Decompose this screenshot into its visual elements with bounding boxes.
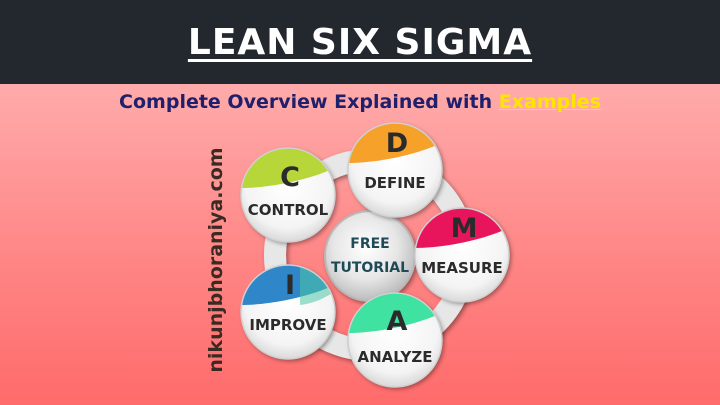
title-text: LEAN SIX SIGMA bbox=[187, 22, 533, 63]
phase-improve-label: IMPROVE bbox=[249, 316, 326, 334]
phase-control-outline bbox=[240, 147, 336, 243]
phase-control-letter: C bbox=[280, 162, 300, 193]
subtitle: Complete Overview Explained with Example… bbox=[0, 91, 720, 113]
phase-improve-outline bbox=[240, 264, 336, 360]
phase-define-outline bbox=[347, 122, 443, 218]
subtitle-highlight: Examples bbox=[498, 91, 601, 113]
center-line2: TUTORIAL bbox=[331, 260, 409, 276]
phase-define: D DEFINE bbox=[347, 122, 443, 218]
phase-improve: I IMPROVE bbox=[240, 264, 336, 360]
phase-measure-outline bbox=[414, 207, 510, 303]
phase-analyze: A ANALYZE bbox=[347, 292, 443, 388]
phase-measure: M MEASURE bbox=[414, 207, 510, 303]
header-bar bbox=[0, 0, 720, 84]
center-line1: FREE bbox=[350, 236, 389, 252]
phase-define-label: DEFINE bbox=[364, 174, 425, 192]
phase-analyze-label: ANALYZE bbox=[358, 348, 433, 366]
center-circle bbox=[324, 210, 416, 302]
phase-analyze-letter: A bbox=[387, 306, 408, 337]
phase-analyze-outline bbox=[347, 292, 443, 388]
phase-define-letter: D bbox=[386, 128, 408, 159]
phase-control: C CONTROL bbox=[240, 147, 336, 243]
subtitle-main: Complete Overview Explained with bbox=[119, 91, 493, 113]
phase-measure-letter: M bbox=[451, 213, 478, 244]
phase-measure-label: MEASURE bbox=[421, 259, 503, 277]
phase-control-label: CONTROL bbox=[248, 201, 329, 219]
phase-improve-letter: I bbox=[285, 270, 295, 301]
page-title: LEAN SIX SIGMA bbox=[0, 22, 720, 63]
